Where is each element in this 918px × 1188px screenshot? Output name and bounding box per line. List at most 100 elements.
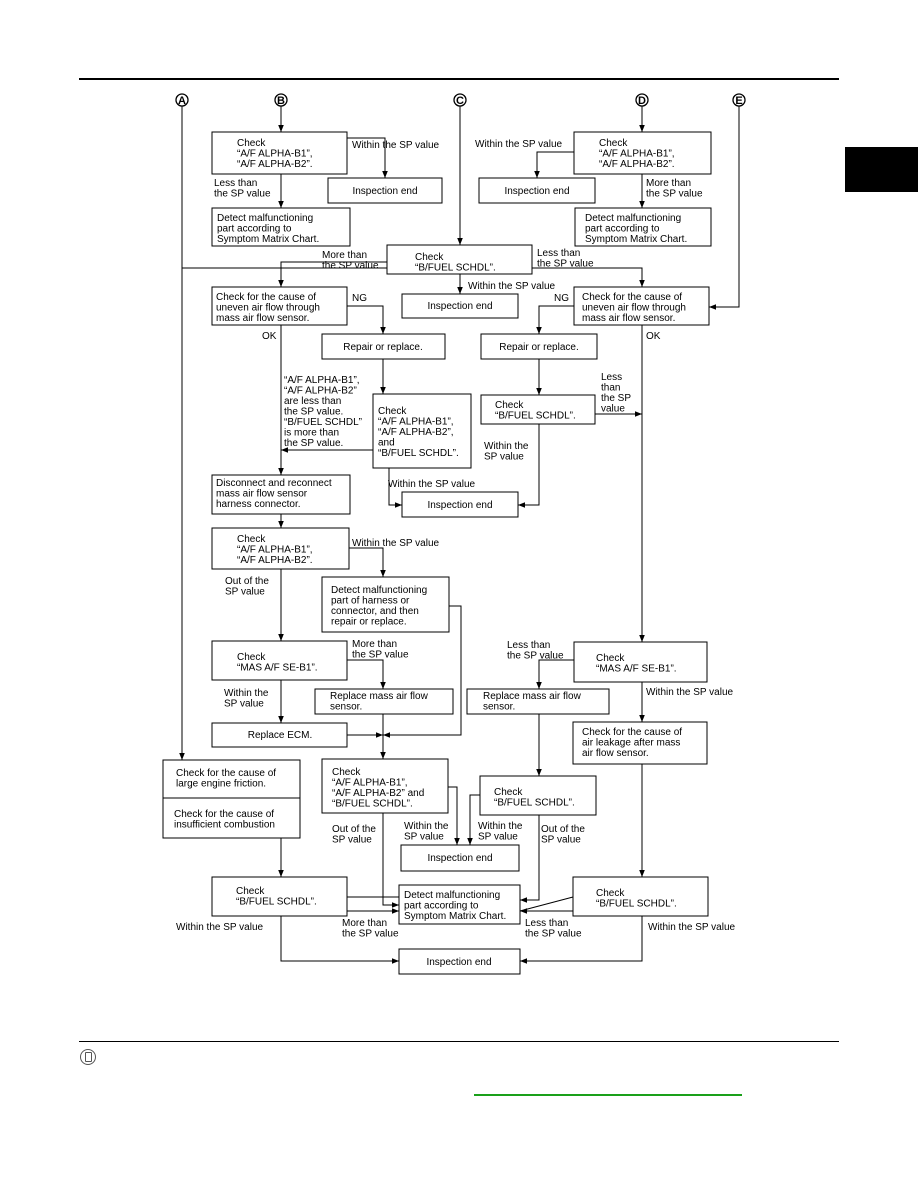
box-text: Check for the cause of (174, 809, 274, 820)
box-c-fuel2 (479, 775, 597, 816)
box-text: “A/F ALPHA-B2”. (237, 159, 313, 170)
box-text: “B/FUEL SCHDL”. (415, 263, 496, 274)
label-r-less: Less (601, 372, 622, 383)
box-b-detect (211, 207, 351, 247)
header-rule (79, 78, 839, 80)
box-text: mass air flow sensor. (582, 313, 675, 324)
box-l-replace-maf (314, 688, 454, 715)
label-rfb-less: the SP value (525, 929, 582, 940)
label-c-less: the SP value (537, 259, 594, 270)
box-l-check3 (372, 393, 472, 469)
box-text: Check (332, 767, 361, 778)
label-cf2-within: SP value (478, 832, 518, 843)
label-r-ok: OK (646, 331, 661, 342)
box-text: Check for the cause of (216, 292, 316, 303)
box-text: “A/F ALPHA-B1”, (378, 417, 454, 428)
box-detect-bottom (398, 884, 521, 925)
box-r-fuel-bottom (572, 876, 709, 917)
box-l-repair (321, 333, 446, 360)
box-text: “B/FUEL SCHDL”. (332, 799, 413, 810)
flow-line (520, 916, 643, 964)
flow-line (347, 305, 386, 334)
flow-line (536, 305, 574, 334)
box-text: “MAS A/F SE-B1”. (596, 664, 677, 675)
box-text: “B/FUEL SCHDL”. (494, 798, 575, 809)
box-l-friction (162, 759, 301, 799)
label-r-less: value (601, 404, 625, 415)
box-text: air flow sensor. (582, 748, 649, 759)
label-c-more: More than (322, 250, 367, 261)
box-text: Detect malfunctioning (404, 890, 500, 901)
flow-line (278, 261, 387, 287)
flow-line (534, 151, 574, 178)
box-text: Inspection end (426, 957, 491, 968)
flow-line (520, 815, 540, 903)
box-text: connector, and then (331, 606, 419, 617)
connector-letter: D (638, 95, 646, 107)
box-text: uneven air flow through (216, 303, 320, 314)
label-rfb-within: Within the SP value (648, 922, 736, 933)
connector-a (175, 93, 189, 107)
box-text: part according to (585, 224, 660, 235)
label-lfb-more: More than (342, 918, 387, 929)
box-text: “A/F ALPHA-B1”, (237, 149, 313, 160)
box-b-end (327, 177, 443, 204)
label-b-less: Less than (214, 178, 257, 189)
box-text: Inspection end (427, 853, 492, 864)
connector-c (453, 93, 467, 107)
connector-d (635, 93, 649, 107)
flow-line (280, 916, 399, 964)
box-c-check3 (321, 758, 449, 814)
box-text: large engine friction. (176, 779, 266, 790)
box-r-mas (573, 641, 708, 683)
flow-line (383, 605, 462, 738)
box-text: Check (494, 787, 523, 798)
label-c3-out: Out of the (332, 824, 376, 835)
label-lfb-within: Within the SP value (176, 922, 264, 933)
box-text: Detect malfunctioning (585, 213, 681, 224)
label-l-mas-within: SP value (224, 699, 264, 710)
box-text: Check for the cause of (582, 292, 682, 303)
box-text: repair or replace. (331, 617, 407, 628)
connector-b (274, 93, 288, 107)
label-d-more: More than (646, 178, 691, 189)
box-text: Check (236, 886, 265, 897)
box-text: Symptom Matrix Chart. (585, 234, 687, 245)
label-l-ok: OK (262, 331, 277, 342)
box-end2 (400, 844, 520, 872)
box-l-uneven (211, 286, 348, 326)
box-text: Symptom Matrix Chart. (217, 234, 319, 245)
label-c3-out: SP value (332, 835, 372, 846)
box-end-final (398, 948, 521, 975)
box-text: “A/F ALPHA-B1”, (237, 545, 313, 556)
label-d-more: the SP value (646, 189, 703, 200)
label-l-cond: the SP value. (284, 407, 343, 418)
label-c-within: Within the SP value (468, 281, 556, 292)
box-text: Detect malfunctioning (331, 585, 427, 596)
label-lfb-more: the SP value (342, 929, 399, 940)
box-c-end (401, 293, 519, 319)
box-l-check-ab (211, 527, 350, 570)
label-c-less: Less than (537, 248, 580, 259)
box-text: Repair or replace. (343, 342, 422, 353)
label-r-less: than (601, 383, 620, 394)
label-l-cond: the SP value. (284, 438, 343, 449)
label-l-mas-more: the SP value (352, 650, 409, 661)
box-text: Check for the cause of (582, 727, 682, 738)
box-text: Check (599, 138, 628, 149)
box-text: part according to (404, 901, 479, 912)
box-l-disconnect (211, 474, 351, 515)
box-text: part of harness or (331, 596, 410, 607)
label-c3-within: Within the (404, 821, 449, 832)
flow-line (532, 267, 645, 287)
label-l-cond: “A/F ALPHA-B2” (284, 386, 357, 397)
label-r-mas-within: Within the SP value (646, 687, 734, 698)
box-text: Replace ECM. (248, 730, 312, 741)
label-l-cond: are less than (284, 396, 341, 407)
section-tab (845, 147, 918, 192)
box-text: Check (495, 400, 524, 411)
box-text: “B/FUEL SCHDL”. (236, 897, 317, 908)
link-underline (474, 1094, 742, 1096)
box-text: Check (378, 406, 407, 417)
box-text: Inspection end (427, 301, 492, 312)
